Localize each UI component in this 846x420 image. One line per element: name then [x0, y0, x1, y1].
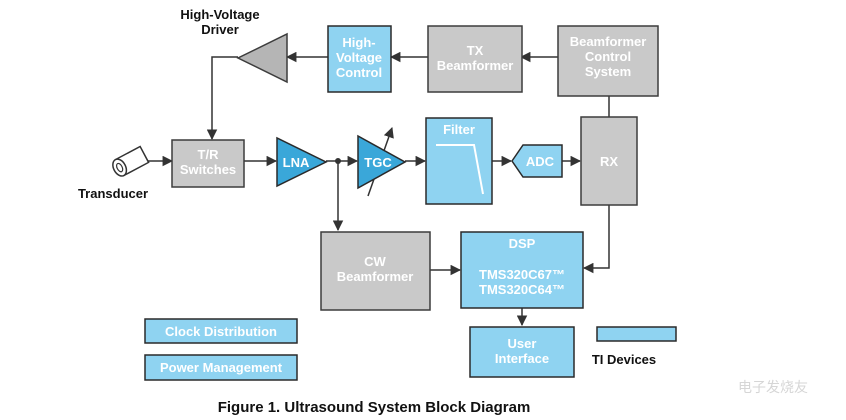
- figure-caption: Figure 1. Ultrasound System Block Diagra…: [218, 399, 531, 416]
- transducer: Transducer: [78, 145, 150, 201]
- hv-driver-triangle: [236, 32, 288, 84]
- adc-shape: [511, 144, 563, 178]
- adc-block: ADC: [511, 144, 563, 178]
- dsp-box: [460, 231, 584, 309]
- lna-triangle: [276, 136, 328, 188]
- tr-switches-box: [171, 139, 245, 188]
- rx-box: [580, 116, 638, 206]
- transducer-icon: [112, 145, 150, 177]
- dsp-label: DSP: [509, 236, 536, 251]
- adc-label: ADC: [526, 154, 555, 169]
- clock-distribution-box: [144, 318, 298, 344]
- connections: [147, 51, 610, 327]
- clock-distribution-block: Clock Distribution: [144, 318, 298, 344]
- cw-beamformer-box: [320, 231, 431, 311]
- tgc-triangle: [357, 134, 407, 190]
- filter-box: [425, 117, 493, 205]
- legend: TI Devices: [592, 326, 677, 367]
- arrow-rx-to-dsp: [582, 205, 610, 274]
- arrow-driver-to-trswitch: [206, 56, 238, 141]
- power-management-block: Power Management: [144, 354, 298, 381]
- filter-label: Filter: [443, 122, 475, 137]
- transducer-label: Transducer: [78, 186, 148, 201]
- filter-response-curve: [436, 144, 484, 195]
- filter-block: Filter: [425, 117, 493, 205]
- lna-block: LNA: [276, 136, 328, 188]
- bf-control-box: [557, 25, 659, 97]
- watermark-text: 电子发烧友: [738, 380, 808, 396]
- clock-distribution-label: Clock Distribution: [165, 324, 277, 339]
- rx-label: RX: [600, 154, 618, 169]
- user-interface-box: [469, 326, 575, 378]
- tx-beamformer-box: [427, 25, 523, 93]
- legend-ti-swatch: [596, 326, 677, 342]
- tgc-block: TGC: [357, 134, 407, 190]
- power-management-label: Power Management: [160, 360, 283, 375]
- power-management-box: [144, 354, 298, 381]
- lna-label: LNA: [283, 155, 310, 170]
- rx-block: RX: [580, 116, 638, 206]
- tgc-label: TGC: [364, 155, 392, 170]
- hv-control-box: [327, 25, 392, 93]
- legend-ti-label: TI Devices: [592, 352, 656, 367]
